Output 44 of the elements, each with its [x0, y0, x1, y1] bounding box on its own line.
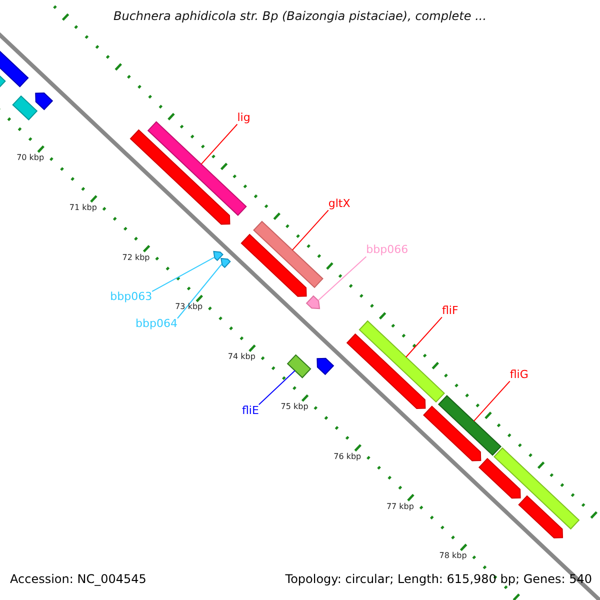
gene-bar	[494, 447, 580, 530]
gene-bar	[286, 354, 312, 378]
leader-line	[292, 210, 329, 251]
gene-label: bbp066	[366, 244, 408, 257]
gene-marker	[130, 129, 230, 225]
gene-label: fliE	[242, 404, 259, 417]
gene-marker	[423, 406, 482, 462]
title: Buchnera aphidicola str. Bp (Baizongia pistaciae), complete ...	[112, 10, 488, 24]
footer-text: Accession: NC_004545	[10, 573, 146, 586]
leader-line	[176, 264, 222, 319]
leader-line	[152, 256, 215, 292]
leader-line	[405, 316, 442, 358]
gene-marker	[213, 250, 224, 262]
gene-bar	[438, 394, 502, 456]
gene-label: gltX	[328, 198, 350, 210]
gene-marker	[518, 495, 564, 538]
scale-label: 73 kbp	[175, 303, 203, 312]
gene-bar	[253, 220, 324, 288]
gene-label: fliF	[442, 305, 458, 318]
scale-label: 78 kbp	[439, 552, 467, 562]
scale-label: 75 kbp	[280, 402, 308, 412]
scale-label: 70 kbp	[16, 154, 44, 163]
leader-line	[473, 380, 510, 422]
leader-line	[200, 124, 238, 165]
gene-label: lig	[237, 112, 250, 124]
footer-text: Topology: circular; Length: 615,980 bp; Genes: 540	[285, 573, 592, 586]
scale-label: 77 kbp	[386, 502, 414, 512]
gene-marker	[478, 458, 521, 499]
gene-marker	[220, 258, 231, 268]
gene-label: fliG	[510, 369, 528, 382]
gene-marker	[316, 358, 334, 376]
gene-marker	[306, 295, 320, 310]
scale-label: 71 kbp	[69, 204, 97, 213]
leader-line	[318, 256, 367, 301]
scale-label: 76 kbp	[334, 452, 362, 462]
gene-bar	[12, 95, 38, 120]
gene-marker	[35, 92, 54, 110]
scale-label: 72 kbp	[122, 254, 150, 262]
gene-marker	[346, 333, 426, 409]
gene-marker	[240, 234, 307, 297]
scale-label: 74 kbp	[228, 353, 256, 362]
gene-label: bbp064	[136, 318, 178, 330]
gene-bar	[358, 320, 445, 403]
gene-label: bbp063	[110, 291, 152, 304]
